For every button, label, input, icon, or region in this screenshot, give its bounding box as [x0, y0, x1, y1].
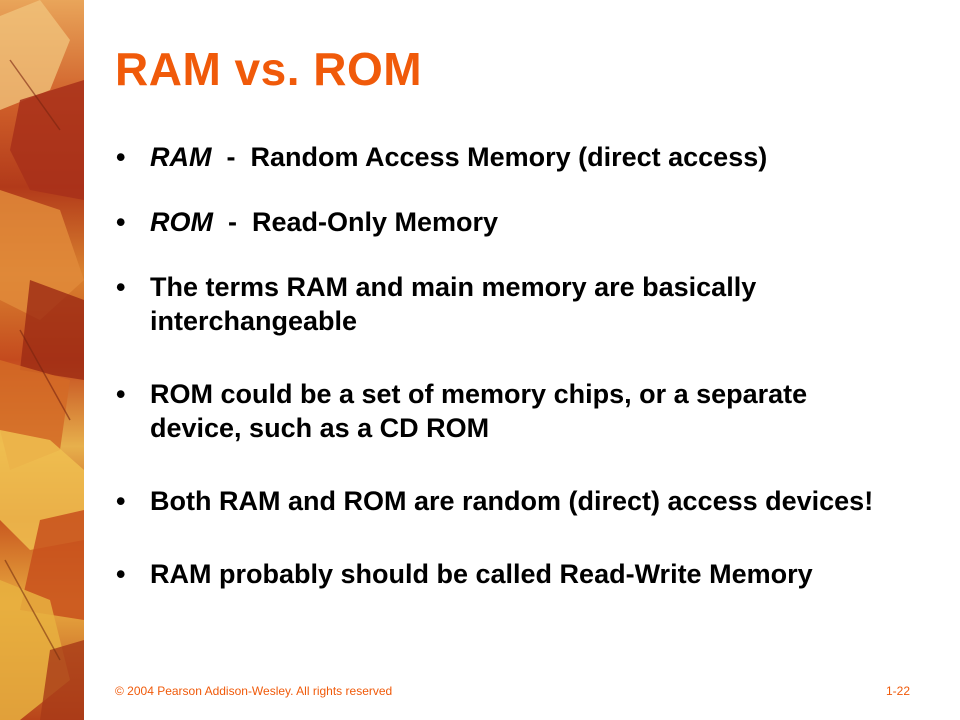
bullet-item: • ROM could be a set of memory chips, or… [116, 377, 896, 445]
bullet-icon: • [116, 272, 126, 302]
bullet-text: ROM could be a set of memory chips, or a… [150, 379, 808, 443]
bullet-item-ram-definition: • RAM - Random Access Memory (direct acc… [116, 140, 896, 174]
bullet-icon: • [116, 486, 126, 516]
bullet-definition: Read-Only Memory [252, 207, 499, 237]
leaf-shapes [0, 0, 84, 720]
bullet-list: • RAM - Random Access Memory (direct acc… [116, 140, 896, 591]
slide-title: RAM vs. ROM [115, 43, 423, 95]
bullet-icon: • [116, 559, 126, 589]
bullet-term: ROM [150, 207, 213, 237]
bullet-text: RAM probably should be called Read-Write… [150, 559, 813, 589]
bullet-item: • Both RAM and ROM are random (direct) a… [116, 484, 896, 518]
copyright-notice: © 2004 Pearson Addison-Wesley. All right… [115, 684, 393, 698]
bullet-separator: - [213, 207, 252, 237]
bullet-icon: • [116, 142, 126, 172]
bullet-separator: - [211, 142, 251, 172]
bullet-item: • RAM probably should be called Read-Wri… [116, 557, 896, 591]
autumn-leaves-photo [0, 0, 84, 720]
bullet-icon: • [116, 379, 126, 409]
bullet-text: Both RAM and ROM are random (direct) acc… [150, 486, 874, 516]
bullet-term: RAM [150, 142, 212, 172]
slide-number: 1-22 [886, 684, 911, 698]
bullet-item-rom-definition: • ROM - Read-Only Memory [116, 205, 896, 239]
bullet-definition: Random Access Memory (direct access) [250, 142, 768, 172]
bullet-text: The terms RAM and main memory are basica… [150, 272, 757, 336]
bullet-item: • The terms RAM and main memory are basi… [116, 270, 896, 338]
bullet-icon: • [116, 207, 126, 237]
